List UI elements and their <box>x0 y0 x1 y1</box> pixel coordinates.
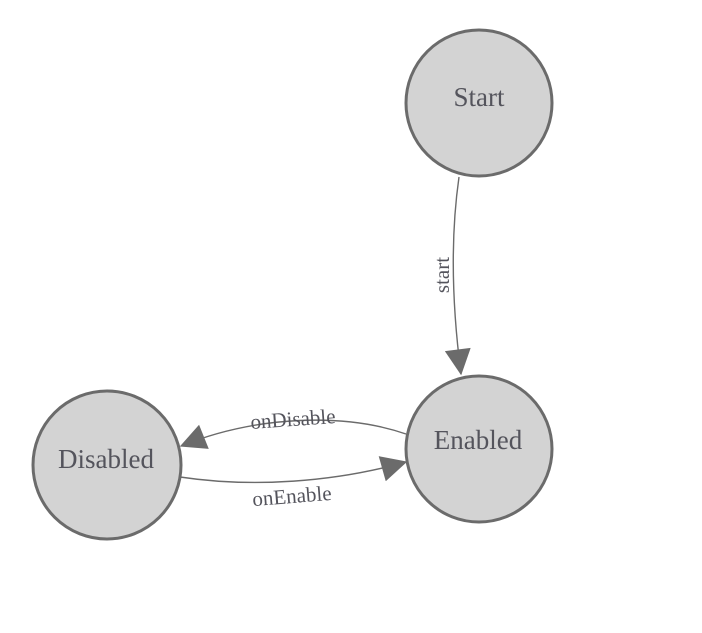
edge-label-onenable: onEnable <box>251 481 332 511</box>
edge-label-start: start <box>430 257 454 293</box>
edge-label-ondisable: onDisable <box>250 404 337 434</box>
state-node-disabled-label: Disabled <box>58 444 154 474</box>
state-node-start-label: Start <box>454 82 505 112</box>
state-node-enabled: Enabled <box>404 374 554 524</box>
transition-edge-ondisable <box>179 419 407 449</box>
state-node-start-circle <box>404 28 554 178</box>
state-node-enabled-label: Enabled <box>434 425 523 455</box>
state-node-enabled-circle <box>404 374 554 524</box>
state-node-disabled-circle <box>31 389 183 541</box>
state-node-disabled: Disabled <box>31 389 183 541</box>
state-node-start: Start <box>404 28 554 178</box>
transition-edge-onenable <box>179 456 408 484</box>
transition-edge-start <box>444 176 471 376</box>
